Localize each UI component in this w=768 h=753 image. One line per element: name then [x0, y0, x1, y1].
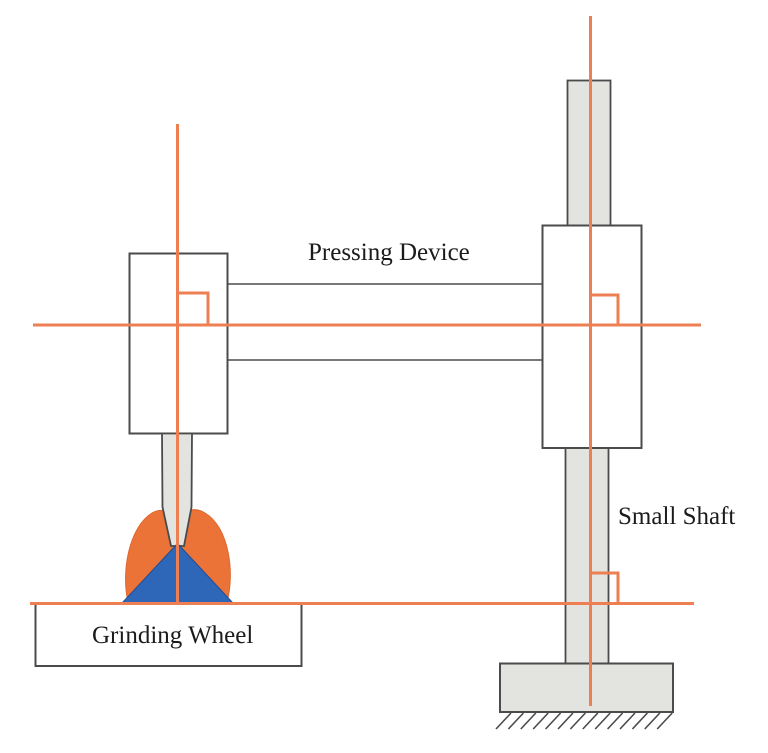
perpendicularity-mark-left — [178, 291, 210, 325]
perpendicularity-mark-right-upper — [590, 293, 620, 325]
ground-hatching — [495, 712, 673, 730]
centerlines — [30, 16, 701, 706]
perpendicularity-mark-right-lower — [590, 571, 620, 604]
pressing-device-label: Pressing Device — [308, 239, 470, 266]
small-shaft-lower-section — [564, 447, 610, 665]
small-shaft-label: Small Shaft — [618, 503, 735, 530]
grinding-wheel-label: Grinding Wheel — [92, 622, 253, 649]
grinding-wheel-box — [34, 602, 303, 667]
shaft-base-foot — [499, 662, 674, 713]
pressing-device-arm — [227, 283, 543, 361]
